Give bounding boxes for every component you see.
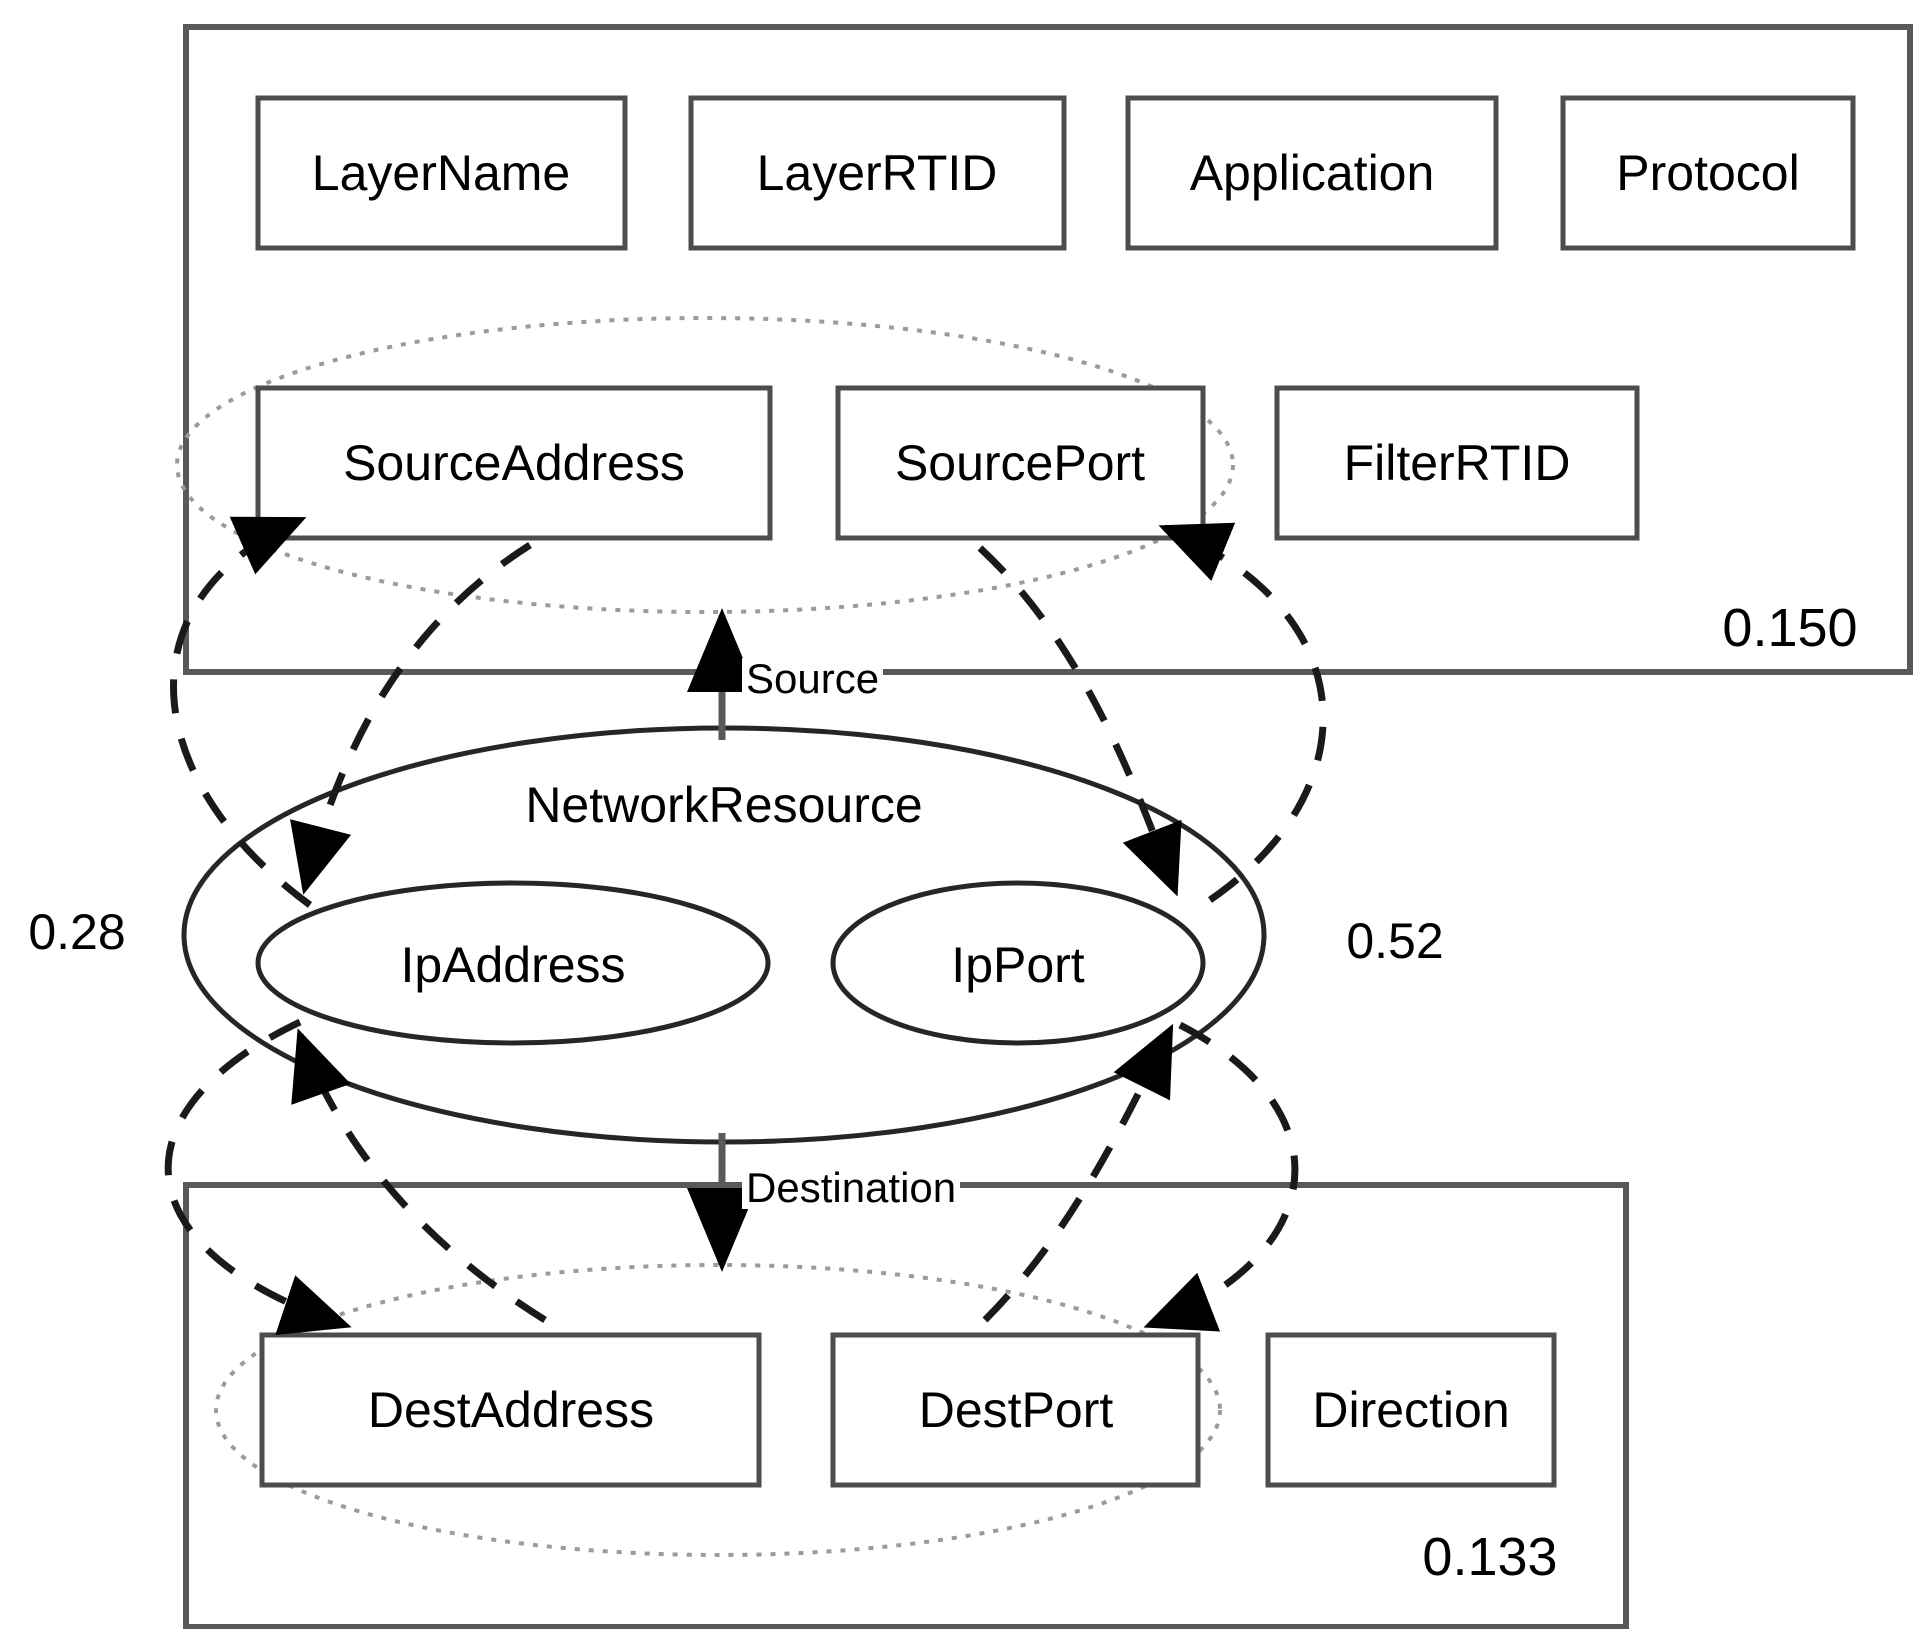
- map-sourceaddress-ipaddress-inner: [290, 542, 532, 895]
- weight-label-right: 0.52: [1346, 913, 1444, 969]
- box-label-layerrtid: LayerRTID: [756, 145, 998, 201]
- box-destaddress[interactable]: [259, 1332, 762, 1488]
- source-row2-boxes: [255, 385, 1640, 541]
- destination-row-boxes: [259, 1332, 1557, 1488]
- map-ipport-sourceport-outer: [1158, 522, 1327, 903]
- map-destport-ipport-inner: [982, 1023, 1174, 1323]
- box-label-filterrtid: FilterRTID: [1343, 435, 1571, 491]
- box-label-layername: LayerName: [311, 145, 571, 201]
- source-row1-boxes: [255, 95, 1856, 251]
- box-sourceport[interactable]: [835, 385, 1206, 541]
- ellipse-label-ipaddress: IpAddress: [400, 937, 626, 993]
- ipport-ellipse[interactable]: [830, 880, 1206, 1046]
- map-ipport-destport-outer: [1143, 1021, 1299, 1332]
- box-label-destaddress: DestAddress: [367, 1382, 655, 1438]
- box-destport[interactable]: [830, 1332, 1201, 1488]
- ipaddress-ellipse[interactable]: [255, 880, 771, 1046]
- box-filterrtid[interactable]: [1274, 385, 1640, 541]
- edge-label-source: Source: [742, 658, 884, 700]
- map-sourceport-ipport-inner: [977, 545, 1182, 897]
- map-ipaddress-sourceaddress-outer: [170, 516, 313, 908]
- box-layername[interactable]: [255, 95, 628, 251]
- ellipse-label-ipport: IpPort: [951, 937, 1085, 993]
- box-label-protocol: Protocol: [1616, 145, 1800, 201]
- box-sourceaddress[interactable]: [255, 385, 773, 541]
- source-cluster-ellipse: [175, 316, 1235, 614]
- box-application[interactable]: [1125, 95, 1499, 251]
- box-label-application: Application: [1189, 145, 1435, 201]
- box-label-sourceaddress: SourceAddress: [343, 435, 685, 491]
- box-layerrtid[interactable]: [688, 95, 1067, 251]
- box-protocol[interactable]: [1560, 95, 1856, 251]
- ellipse-label-networkresource: NetworkResource: [525, 777, 923, 833]
- source-container-score: 0.150: [1722, 598, 1858, 658]
- box-label-direction: Direction: [1312, 1382, 1510, 1438]
- source-container-frame: [183, 24, 1913, 675]
- box-label-sourceport: SourcePort: [894, 435, 1146, 491]
- box-label-destport: DestPort: [918, 1382, 1114, 1438]
- map-ipaddress-destaddress-outer: [164, 1018, 352, 1335]
- box-direction[interactable]: [1265, 1332, 1557, 1488]
- map-destaddress-ipaddress-inner: [291, 1028, 547, 1323]
- weight-label-left: 0.28: [28, 904, 126, 960]
- destination-container-score: 0.133: [1422, 1527, 1558, 1587]
- edge-label-destination: Destination: [742, 1167, 961, 1209]
